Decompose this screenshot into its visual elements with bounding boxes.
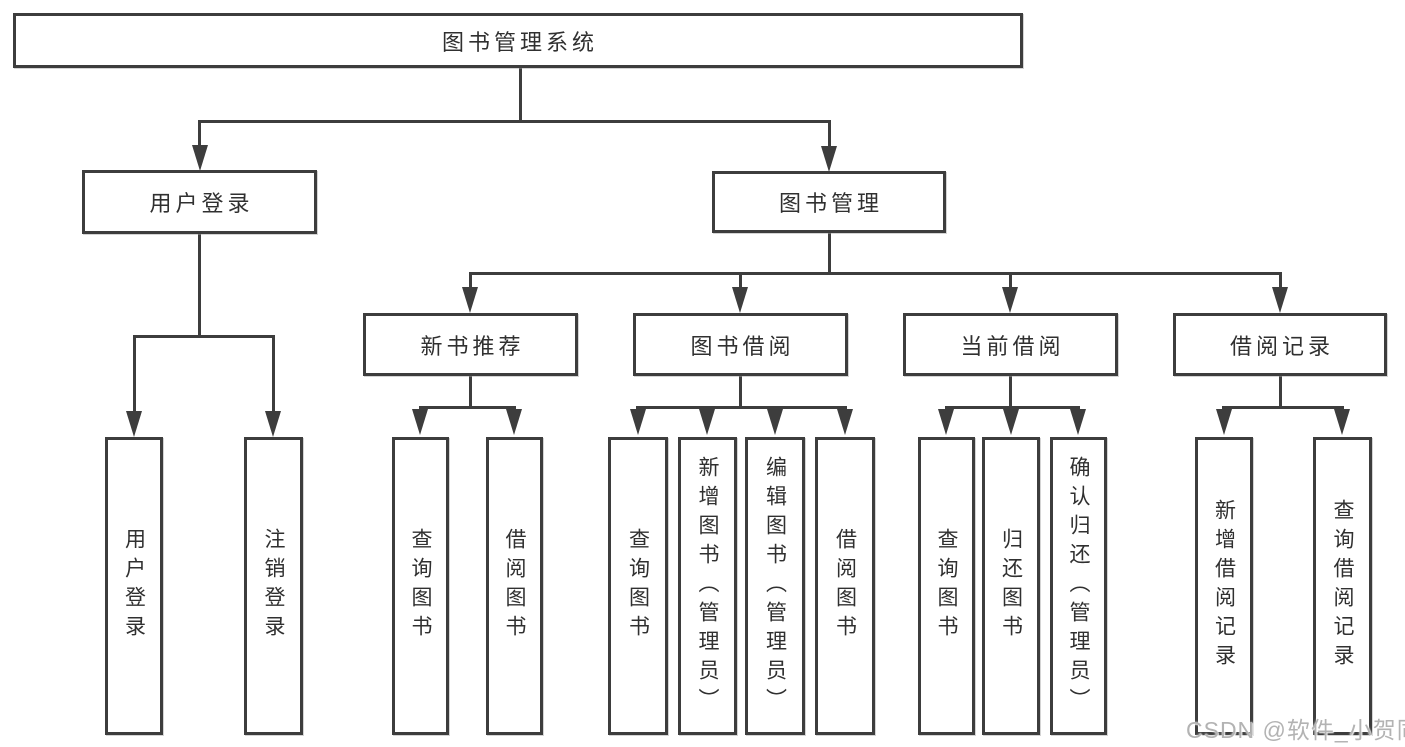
- arrowhead-down-bookmgmt: [821, 146, 837, 172]
- node-current-borrow: 当前借阅: [903, 313, 1118, 376]
- connector-bookmgmt-down: [828, 231, 831, 275]
- node-leaf-borrow-book-borrow: 借阅图书: [815, 437, 875, 735]
- node-leaf-query-book-current: 查询图书: [918, 437, 975, 735]
- arrowhead-down-leaf-d1: [938, 409, 954, 435]
- node-leaf-logout: 注销登录: [244, 437, 303, 735]
- connector-groupc-down: [739, 374, 742, 408]
- arrowhead-down-leaf-b2: [506, 409, 522, 435]
- connector-level3-split: [469, 272, 1282, 275]
- node-leaf-return-book: 归还图书: [982, 437, 1040, 735]
- connector-groupd-down: [1009, 374, 1012, 408]
- connector-newbookrec-stem: [469, 272, 472, 290]
- arrowhead-down-leaf-b1: [412, 409, 428, 435]
- arrowhead-down-leaf-c3: [767, 409, 783, 435]
- connector-userlogin-down: [198, 232, 201, 337]
- connector-bookborrow-stem: [739, 272, 742, 290]
- arrowhead-down-leaf-d3: [1070, 409, 1086, 435]
- node-book-borrow: 图书借阅: [633, 313, 848, 376]
- connector-groupe-split: [1222, 406, 1344, 409]
- connector-currentborrow-stem: [1009, 272, 1012, 290]
- arrowhead-down-bookborrow: [732, 287, 748, 313]
- node-leaf-borrow-book-rec: 借阅图书: [486, 437, 543, 735]
- connector-userlogin-split: [133, 335, 275, 338]
- node-borrow-record: 借阅记录: [1173, 313, 1387, 376]
- connector-level1-split: [198, 120, 831, 123]
- arrowhead-down-leaf-c4: [837, 409, 853, 435]
- connector-groupc-split: [636, 406, 847, 409]
- node-leaf-query-book-rec: 查询图书: [392, 437, 449, 735]
- connector-borrowrecord-stem: [1279, 272, 1282, 290]
- connector-leaf-a1-stem: [133, 335, 136, 413]
- node-user-login: 用户登录: [82, 170, 317, 234]
- connector-groupd-split: [945, 406, 1080, 409]
- arrowhead-down-borrowrecord: [1272, 287, 1288, 313]
- csdn-watermark: CSDN @软件_小贺同学: [1186, 717, 1405, 743]
- node-leaf-query-book-borrow: 查询图书: [608, 437, 668, 735]
- node-root: 图书管理系统: [13, 13, 1023, 68]
- node-leaf-query-borrow-record: 查询借阅记录: [1313, 437, 1372, 735]
- arrowhead-down-leaf-e1: [1216, 409, 1232, 435]
- arrowhead-down-leaf-d2: [1003, 409, 1019, 435]
- arrowhead-down-newbookrec: [462, 287, 478, 313]
- connector-groupe-down: [1279, 374, 1282, 408]
- arrowhead-down-leaf-c1: [630, 409, 646, 435]
- node-leaf-confirm-return-admin: 确认归还（管理员）: [1050, 437, 1107, 735]
- connector-groupb-down: [469, 374, 472, 408]
- node-new-book-rec: 新书推荐: [363, 313, 578, 376]
- arrowhead-down-leaf-e2: [1334, 409, 1350, 435]
- arrowhead-down-leaf-a2: [265, 411, 281, 437]
- arrowhead-down-leaf-c2: [699, 409, 715, 435]
- connector-groupb-split: [419, 406, 516, 409]
- connector-root-stem: [519, 67, 522, 123]
- arrowhead-down-leaf-a1: [126, 411, 142, 437]
- connector-userlogin-stem: [198, 120, 201, 148]
- connector-bookmgmt-stem: [828, 120, 831, 148]
- node-leaf-add-book-admin: 新增图书（管理员）: [678, 437, 737, 735]
- connector-leaf-a2-stem: [272, 335, 275, 413]
- arrowhead-down-currentborrow: [1002, 287, 1018, 313]
- node-leaf-add-borrow-record: 新增借阅记录: [1195, 437, 1253, 735]
- node-book-mgmt: 图书管理: [712, 171, 946, 233]
- arrowhead-down-userlogin: [192, 145, 208, 171]
- node-leaf-user-login: 用户登录: [105, 437, 163, 735]
- node-leaf-edit-book-admin: 编辑图书（管理员）: [745, 437, 805, 735]
